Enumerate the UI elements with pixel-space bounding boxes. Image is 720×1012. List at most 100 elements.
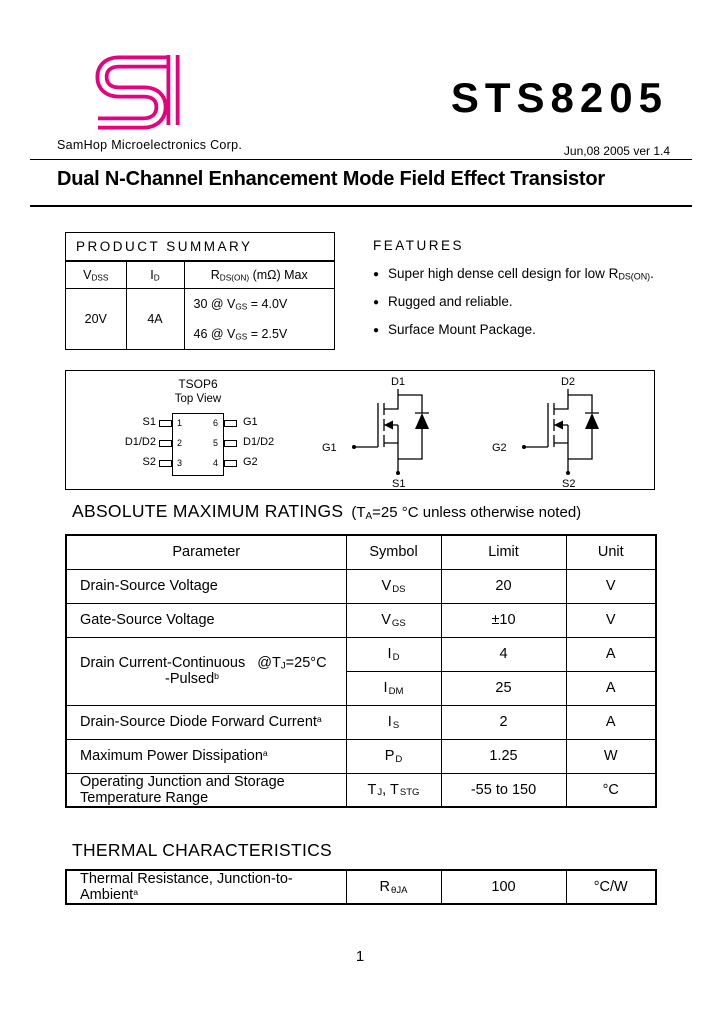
bullet-icon: ● xyxy=(373,269,380,280)
unit-cell: V xyxy=(565,602,657,638)
part-number: STS8205 xyxy=(450,74,668,121)
pin-label: G1 xyxy=(243,416,258,428)
limit-cell: 20 xyxy=(440,568,567,604)
symbol-cell: TJ, TSTG xyxy=(345,772,442,808)
limit-cell: 25 xyxy=(440,670,567,706)
pin-stub xyxy=(159,440,172,447)
package-name: TSOP6 xyxy=(178,377,218,391)
s1-label: S1 xyxy=(392,478,405,489)
mosfet-2: D2 G2 S2 xyxy=(492,376,599,489)
summary-header-row: VDSS ID RDS(ON) (mΩ) Max xyxy=(66,261,334,289)
abs-max-heading: ABSOLUTE MAXIMUM RATINGS(TA=25 °C unless… xyxy=(72,501,582,522)
product-summary-box: PRODUCT SUMMARY VDSS ID RDS(ON) (mΩ) Max… xyxy=(65,232,335,350)
col-parameter: Parameter xyxy=(65,534,347,570)
pin-label: D1/D2 xyxy=(243,436,275,448)
table-header-row: Parameter Symbol Limit Unit xyxy=(65,534,657,570)
param-cell: Thermal Resistance, Junction-to-Ambienta xyxy=(65,869,347,905)
version-date: Jun,08 2005 ver 1.4 xyxy=(563,144,670,158)
pin-stub xyxy=(224,460,237,467)
product-summary-heading: PRODUCT SUMMARY xyxy=(66,233,334,261)
unit-cell: °C xyxy=(565,772,657,808)
mosfet-1: D1 G1 S1 xyxy=(322,376,429,489)
pin-number: 5 xyxy=(213,438,219,448)
d1-label: D1 xyxy=(391,376,405,388)
table-row: IDM 25 A xyxy=(66,670,657,706)
param-cell: Operating Junction and Storage Temperatu… xyxy=(65,772,347,808)
unit-cell: W xyxy=(565,738,657,774)
abs-max-table: Parameter Symbol Limit Unit Drain-Source… xyxy=(65,534,657,808)
unit-cell: V xyxy=(565,568,657,604)
symbol-cell: VGS xyxy=(345,602,442,638)
param-cell: Maximum Power Dissipationa xyxy=(65,738,347,774)
table-row: Operating Junction and Storage Temperatu… xyxy=(65,772,657,808)
param-cell: Gate-Source Voltage xyxy=(65,602,347,638)
unit-cell: A xyxy=(565,670,657,706)
feature-item: ●Super high dense cell design for low RD… xyxy=(373,266,654,282)
param-cell: Drain Current-Continuous @TJ=25°C -Pulse… xyxy=(65,636,347,706)
pin-number: 1 xyxy=(177,418,183,428)
g1-label: G1 xyxy=(322,442,337,454)
symbol-cell: ID xyxy=(345,636,442,672)
table-row: Drain-Source Diode Forward Currenta IS 2… xyxy=(65,704,657,740)
table-row: Maximum Power Dissipationa PD 1.25 W xyxy=(65,738,657,774)
limit-cell: 1.25 xyxy=(440,738,567,774)
symbol-cell: IDM xyxy=(345,670,442,706)
unit-cell: °C/W xyxy=(565,869,657,905)
abs-max-condition: (TA=25 °C unless otherwise noted) xyxy=(351,504,582,522)
symbol-cell: IS xyxy=(345,704,442,740)
param-cell: Drain-Source Diode Forward Currenta xyxy=(65,704,347,740)
features-section: FEATURES ●Super high dense cell design f… xyxy=(373,238,683,337)
title-rule xyxy=(30,205,692,207)
pin-number: 6 xyxy=(213,418,219,428)
s2-label: S2 xyxy=(562,478,575,489)
pin-label: S1 xyxy=(142,416,156,428)
id-header: ID xyxy=(125,261,185,289)
header-rule xyxy=(30,159,692,160)
table-row: Drain-Source Voltage VDS 20 V xyxy=(65,568,657,604)
rds-value-row: 30 @ VGS = 4.0V xyxy=(193,297,288,312)
pin-number: 3 xyxy=(177,458,183,468)
bullet-icon: ● xyxy=(373,297,380,308)
pin-stub xyxy=(224,440,237,447)
col-unit: Unit xyxy=(565,534,657,570)
table-row: Thermal Resistance, Junction-to-Ambienta… xyxy=(65,869,657,905)
package-view-label: Top View xyxy=(174,393,222,405)
unit-cell: A xyxy=(565,636,657,672)
pin-number: 4 xyxy=(213,458,219,468)
company-name: SamHop Microelectronics Corp. xyxy=(57,138,243,152)
d2-label: D2 xyxy=(561,376,575,388)
thermal-heading: THERMAL CHARACTERISTICS xyxy=(72,840,333,860)
bullet-icon: ● xyxy=(373,325,380,336)
symbol-cell: PD xyxy=(345,738,442,774)
rds-value-row: 46 @ VGS = 2.5V xyxy=(193,327,288,342)
col-symbol: Symbol xyxy=(345,534,442,570)
rds-header: RDS(ON) (mΩ) Max xyxy=(183,261,334,289)
package-box: TSOP6 Top View 1 2 3 6 5 4 S1 D1/D2 S2 G… xyxy=(65,370,655,490)
page-title: Dual N-Channel Enhancement Mode Field Ef… xyxy=(57,168,605,190)
page-number: 1 xyxy=(355,948,365,965)
pin-label: D1/D2 xyxy=(124,436,156,448)
rds-values: 30 @ VGS = 4.0V 46 @ VGS = 2.5V xyxy=(183,288,334,349)
thermal-table: Thermal Resistance, Junction-to-Ambienta… xyxy=(65,869,657,905)
table-row: Gate-Source Voltage VGS ±10 V xyxy=(65,602,657,638)
vdss-value: 20V xyxy=(66,288,127,349)
package-outline xyxy=(172,413,224,476)
unit-cell: A xyxy=(565,704,657,740)
pulsed-line: -Pulsedb xyxy=(165,671,220,687)
features-heading: FEATURES xyxy=(373,238,465,253)
g2-label: G2 xyxy=(492,442,507,454)
summary-value-row: 20V 4A 30 @ VGS = 4.0V 46 @ VGS = 2.5V xyxy=(66,288,334,349)
feature-item: ●Rugged and reliable. xyxy=(373,294,513,309)
vdss-header: VDSS xyxy=(66,261,127,289)
mosfet-schematic: D1 G1 S1 D2 G2 S2 xyxy=(322,376,599,489)
samhop-logo-icon xyxy=(95,55,180,130)
symbol-cell: VDS xyxy=(345,568,442,604)
symbol-cell: RθJA xyxy=(345,869,442,905)
product-summary-table: VDSS ID RDS(ON) (mΩ) Max 20V 4A 30 @ VGS… xyxy=(66,261,334,349)
pin-number: 2 xyxy=(177,438,183,448)
pin-stub xyxy=(159,420,172,427)
pin-label: G2 xyxy=(243,456,258,468)
table-row: Drain Current-Continuous @TJ=25°C -Pulse… xyxy=(65,636,657,706)
limit-cell: ±10 xyxy=(440,602,567,638)
drain-current-line: Drain Current-Continuous @TJ=25°C xyxy=(80,655,327,672)
